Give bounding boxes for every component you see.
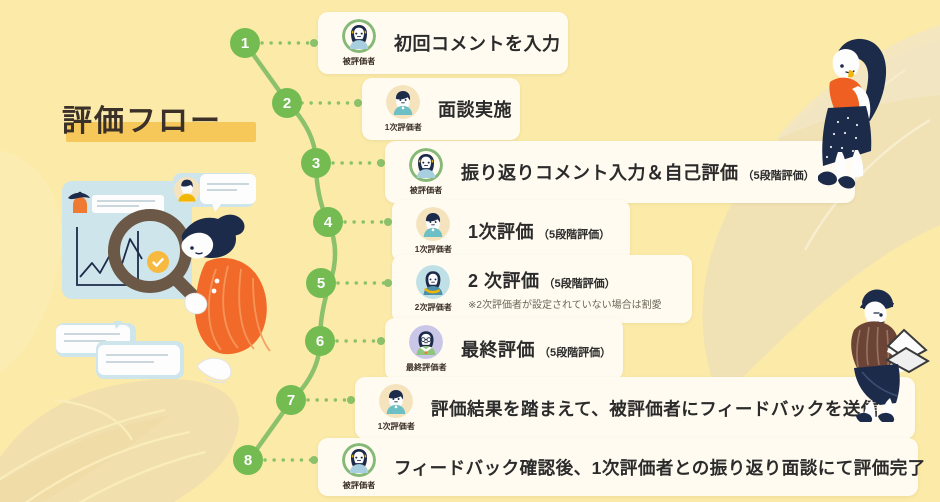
step-body: 1次評価 （5段階評価） <box>468 218 610 244</box>
male-avatar-icon <box>379 384 413 418</box>
step-role: 2次評価者 <box>404 265 462 313</box>
step-label: 面談実施 <box>438 100 512 120</box>
step-node-2[interactable]: 2 <box>272 88 302 118</box>
step-role: 最終評価者 <box>397 325 455 373</box>
step-role: 1次評価者 <box>374 85 432 133</box>
flow-step-card[interactable]: 1次評価者 1次評価 （5段階評価） <box>392 200 630 262</box>
title-highlight-bar <box>66 122 256 142</box>
flow-step-card[interactable]: 被評価者 フィードバック確認後、1次評価者との振り返り面談にて評価完了 <box>318 438 925 496</box>
role-label: 被評価者 <box>342 480 376 490</box>
flow-step-card[interactable]: 1次評価者 評価結果を踏まえて、被評価者にフィードバックを送信 <box>355 377 915 439</box>
step-role: 1次評価者 <box>404 207 462 255</box>
step-role: 1次評価者 <box>367 384 425 432</box>
step-label: 最終評価 <box>461 340 535 360</box>
step-body: 最終評価 （5段階評価） <box>461 336 611 362</box>
male-avatar-icon <box>386 85 420 119</box>
female-avatar-icon <box>409 148 443 182</box>
step-note: ※2次評価者が設定されていない場合は割愛 <box>468 300 662 311</box>
step-label: 1次評価 <box>468 222 535 242</box>
flow-step-card[interactable]: 最終評価者 最終評価 （5段階評価） <box>385 318 623 380</box>
female-avatar-icon <box>416 265 450 299</box>
step-label: 初回コメントを入力 <box>394 34 561 54</box>
step-label: 2 次評価 <box>468 271 540 291</box>
seated-man-with-laptop-illustration <box>838 282 938 424</box>
role-label: 2次評価者 <box>414 302 452 312</box>
role-label: 被評価者 <box>342 56 376 66</box>
person-glasses-avatar-icon <box>409 325 443 359</box>
step-number: 3 <box>311 154 321 172</box>
step-number: 5 <box>316 274 326 292</box>
step-role: 被評価者 <box>330 19 388 67</box>
step-number: 1 <box>240 34 250 52</box>
step-body: 振り返りコメント入力＆自己評価 （5段階評価） <box>461 159 815 185</box>
male-avatar-icon <box>416 207 450 241</box>
step-label: 評価結果を踏まえて、被評価者にフィードバックを送信 <box>431 398 879 419</box>
step-number: 4 <box>323 213 333 231</box>
step-node-7[interactable]: 7 <box>276 385 306 415</box>
step-role: 被評価者 <box>397 148 455 196</box>
step-label: フィードバック確認後、1次評価者との振り返り面談にて評価完了 <box>394 457 926 478</box>
step-number: 8 <box>243 451 253 469</box>
step-node-3[interactable]: 3 <box>301 148 331 178</box>
step-node-5[interactable]: 5 <box>306 268 336 298</box>
flow-step-card[interactable]: 1次評価者 面談実施 <box>362 78 520 140</box>
step-node-8[interactable]: 8 <box>233 445 263 475</box>
step-number: 6 <box>315 332 325 350</box>
step-number: 2 <box>282 94 292 112</box>
female-avatar-icon <box>342 19 376 53</box>
step-body: 面談実施 <box>438 96 516 122</box>
page-title-text: 評価フロー <box>62 105 222 138</box>
person-with-magnifier-analytics-illustration <box>30 165 280 400</box>
role-label: 1次評価者 <box>414 244 452 254</box>
step-body: フィードバック確認後、1次評価者との振り返り面談にて評価完了 <box>394 455 930 480</box>
step-body: 2 次評価 （5段階評価） ※2次評価者が設定されていない場合は割愛 <box>468 267 662 311</box>
step-body: 評価結果を踏まえて、被評価者にフィードバックを送信 <box>431 396 883 421</box>
role-label: 最終評価者 <box>405 362 447 372</box>
step-sublabel: （5段階評価） <box>543 278 616 290</box>
step-body: 初回コメントを入力 <box>394 30 565 56</box>
step-node-4[interactable]: 4 <box>313 207 343 237</box>
step-label: 振り返りコメント入力＆自己評価 <box>461 163 739 183</box>
flow-step-card[interactable]: 2次評価者 2 次評価 （5段階評価） ※2次評価者が設定されていない場合は割愛 <box>392 255 692 323</box>
step-sublabel: （5段階評価） <box>742 170 815 182</box>
role-label: 1次評価者 <box>384 122 422 132</box>
step-sublabel: （5段階評価） <box>538 229 611 241</box>
flow-step-card[interactable]: 被評価者 初回コメントを入力 <box>318 12 568 74</box>
step-role: 被評価者 <box>330 443 388 491</box>
role-label: 1次評価者 <box>377 421 415 431</box>
step-node-6[interactable]: 6 <box>305 326 335 356</box>
role-label: 被評価者 <box>409 185 443 195</box>
step-node-1[interactable]: 1 <box>230 28 260 58</box>
seated-woman-illustration <box>800 30 920 190</box>
flow-step-card[interactable]: 被評価者 振り返りコメント入力＆自己評価 （5段階評価） <box>385 141 855 203</box>
step-sublabel: （5段階評価） <box>539 347 612 359</box>
step-number: 7 <box>286 391 296 409</box>
page-title: 評価フロー <box>62 96 256 142</box>
female-avatar-icon <box>342 443 376 477</box>
